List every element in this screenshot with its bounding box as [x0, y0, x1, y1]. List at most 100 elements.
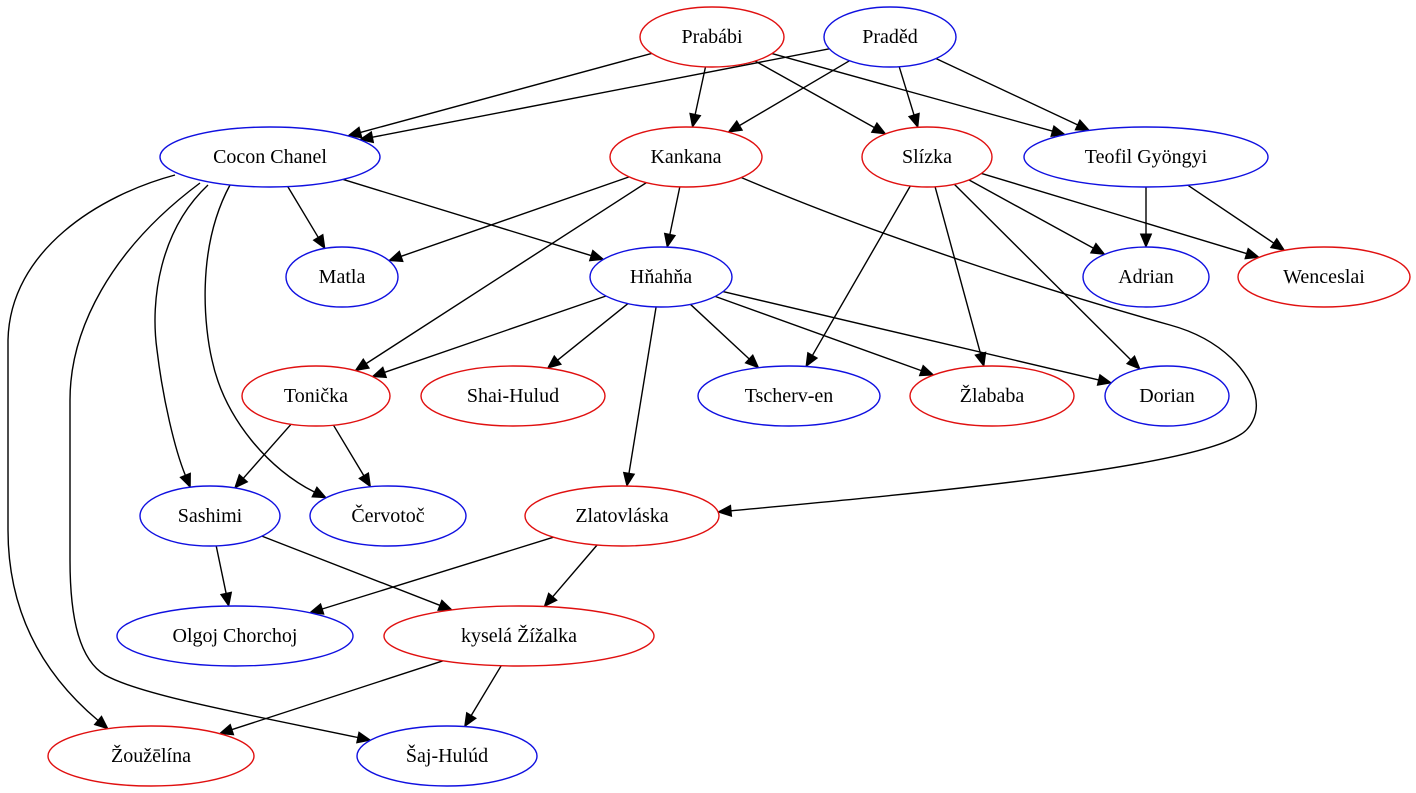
node-ellipse — [1104, 365, 1230, 427]
node-olgoj[interactable]: Olgoj Chorchoj — [116, 605, 354, 667]
edge-slizka-to-wenceslai — [981, 172, 1261, 260]
edge-line — [384, 295, 607, 373]
edge-line — [981, 172, 1247, 255]
edge-line — [953, 183, 1132, 361]
edge-kankana-to-zlatovlaska — [716, 176, 1257, 517]
arrowhead — [463, 711, 477, 728]
edge-cocon-to-sajhulud — [69, 182, 372, 744]
node-zouzelina[interactable]: Žoužēlína — [47, 725, 255, 787]
arrowhead — [387, 250, 404, 263]
node-adrian[interactable]: Adrian — [1082, 246, 1210, 308]
edge-prababi-to-kankana — [689, 66, 707, 129]
node-zlababa[interactable]: Žlababa — [909, 365, 1075, 427]
node-ellipse — [383, 605, 655, 667]
arrowhead — [1089, 242, 1106, 255]
edge-line — [7, 174, 176, 721]
node-ellipse — [1237, 246, 1411, 308]
edge-sashimi-to-kysela — [261, 535, 454, 611]
edge-line — [731, 176, 1257, 512]
node-label: Teofil Gyöngyi — [1085, 146, 1208, 168]
edge-line — [1187, 184, 1275, 244]
node-ellipse — [909, 365, 1075, 427]
node-label: Sashimi — [178, 505, 243, 527]
node-wenceslai[interactable]: Wenceslai — [1237, 246, 1411, 308]
edge-line — [771, 52, 1053, 132]
arrowhead — [218, 723, 235, 736]
edge-slizka-to-dorian — [953, 183, 1141, 370]
edge-line — [714, 295, 922, 372]
node-matla[interactable]: Matla — [285, 246, 399, 308]
edge-line — [372, 48, 830, 138]
node-label: Adrian — [1118, 266, 1174, 288]
node-kankana[interactable]: Kankana — [609, 126, 763, 188]
node-zlatovlaska[interactable]: Zlatovláska — [524, 485, 720, 547]
node-label: Matla — [319, 266, 366, 288]
edge-line — [628, 306, 657, 474]
node-tscherv[interactable]: Tscherv-en — [697, 365, 881, 427]
node-ellipse — [47, 725, 255, 787]
edge-line — [694, 66, 707, 115]
node-kysela[interactable]: kyselá Žížalka — [383, 605, 655, 667]
edge-line — [261, 535, 441, 606]
edge-line — [360, 52, 652, 134]
edge-line — [552, 544, 598, 598]
arrowhead — [1074, 119, 1091, 131]
node-shaihulud[interactable]: Shai-Hulud — [420, 365, 606, 427]
node-label: Cocon Chanel — [213, 146, 327, 168]
edge-kankana-to-tonicka — [354, 182, 647, 372]
edge-hnahna-to-shaihulud — [546, 303, 629, 370]
node-praded[interactable]: Praděd — [823, 6, 957, 68]
node-label: Praděd — [862, 26, 918, 48]
node-sajhulud[interactable]: Šaj-Hulúd — [356, 725, 538, 787]
edges-layer — [7, 48, 1286, 744]
edge-kysela-to-sajhulud — [463, 665, 502, 728]
node-label: Šaj-Hulúd — [406, 743, 488, 767]
edge-slizka-to-adrian — [968, 179, 1106, 255]
node-label: Zlatovláska — [575, 505, 668, 527]
node-ellipse — [609, 126, 763, 188]
edge-praded-to-teofil — [935, 57, 1091, 131]
edge-line — [400, 176, 630, 257]
arrowhead — [907, 112, 920, 129]
node-slizka[interactable]: Slízka — [861, 126, 993, 188]
arrowhead — [1096, 373, 1113, 386]
node-ellipse — [285, 246, 399, 308]
arrowhead — [356, 731, 372, 744]
arrowhead — [1244, 247, 1261, 260]
arrowhead — [974, 351, 987, 368]
edge-hnahna-to-tonicka — [371, 295, 607, 379]
edge-line — [365, 182, 647, 365]
arrowhead — [233, 473, 249, 489]
node-label: Slízka — [902, 146, 952, 168]
node-label: Olgoj Chorchoj — [173, 625, 298, 647]
arrowhead — [308, 602, 325, 615]
node-label: Prabábi — [681, 26, 743, 48]
node-tonicka[interactable]: Tonička — [241, 365, 391, 427]
node-ellipse — [356, 725, 538, 787]
arrowhead — [716, 504, 733, 517]
edge-hnahna-to-dorian — [722, 290, 1113, 386]
node-dorian[interactable]: Dorian — [1104, 365, 1230, 427]
arrowhead — [543, 592, 558, 608]
edge-line — [739, 60, 850, 127]
edge-line — [242, 423, 292, 479]
edge-cocon-to-sashimi — [154, 184, 209, 489]
node-cocon[interactable]: Cocon Chanel — [159, 126, 381, 188]
node-sashimi[interactable]: Sashimi — [139, 485, 281, 547]
edge-line — [934, 186, 982, 354]
node-ellipse — [639, 6, 785, 68]
node-cervotoc[interactable]: Červotoč — [309, 485, 467, 547]
edge-line — [722, 290, 1099, 381]
node-hnahna[interactable]: Hňahňa — [589, 246, 733, 308]
node-teofil[interactable]: Teofil Gyöngyi — [1023, 126, 1269, 188]
arrowhead — [689, 112, 702, 129]
edge-tonicka-to-sashimi — [233, 423, 292, 489]
node-prababi[interactable]: Prabábi — [639, 6, 785, 68]
edge-line — [231, 660, 444, 731]
edge-line — [154, 184, 209, 476]
edge-line — [689, 303, 750, 360]
edge-hnahna-to-zlatovlaska — [622, 306, 657, 488]
edge-zlatovlaska-to-kysela — [543, 544, 598, 608]
node-ellipse — [241, 365, 391, 427]
